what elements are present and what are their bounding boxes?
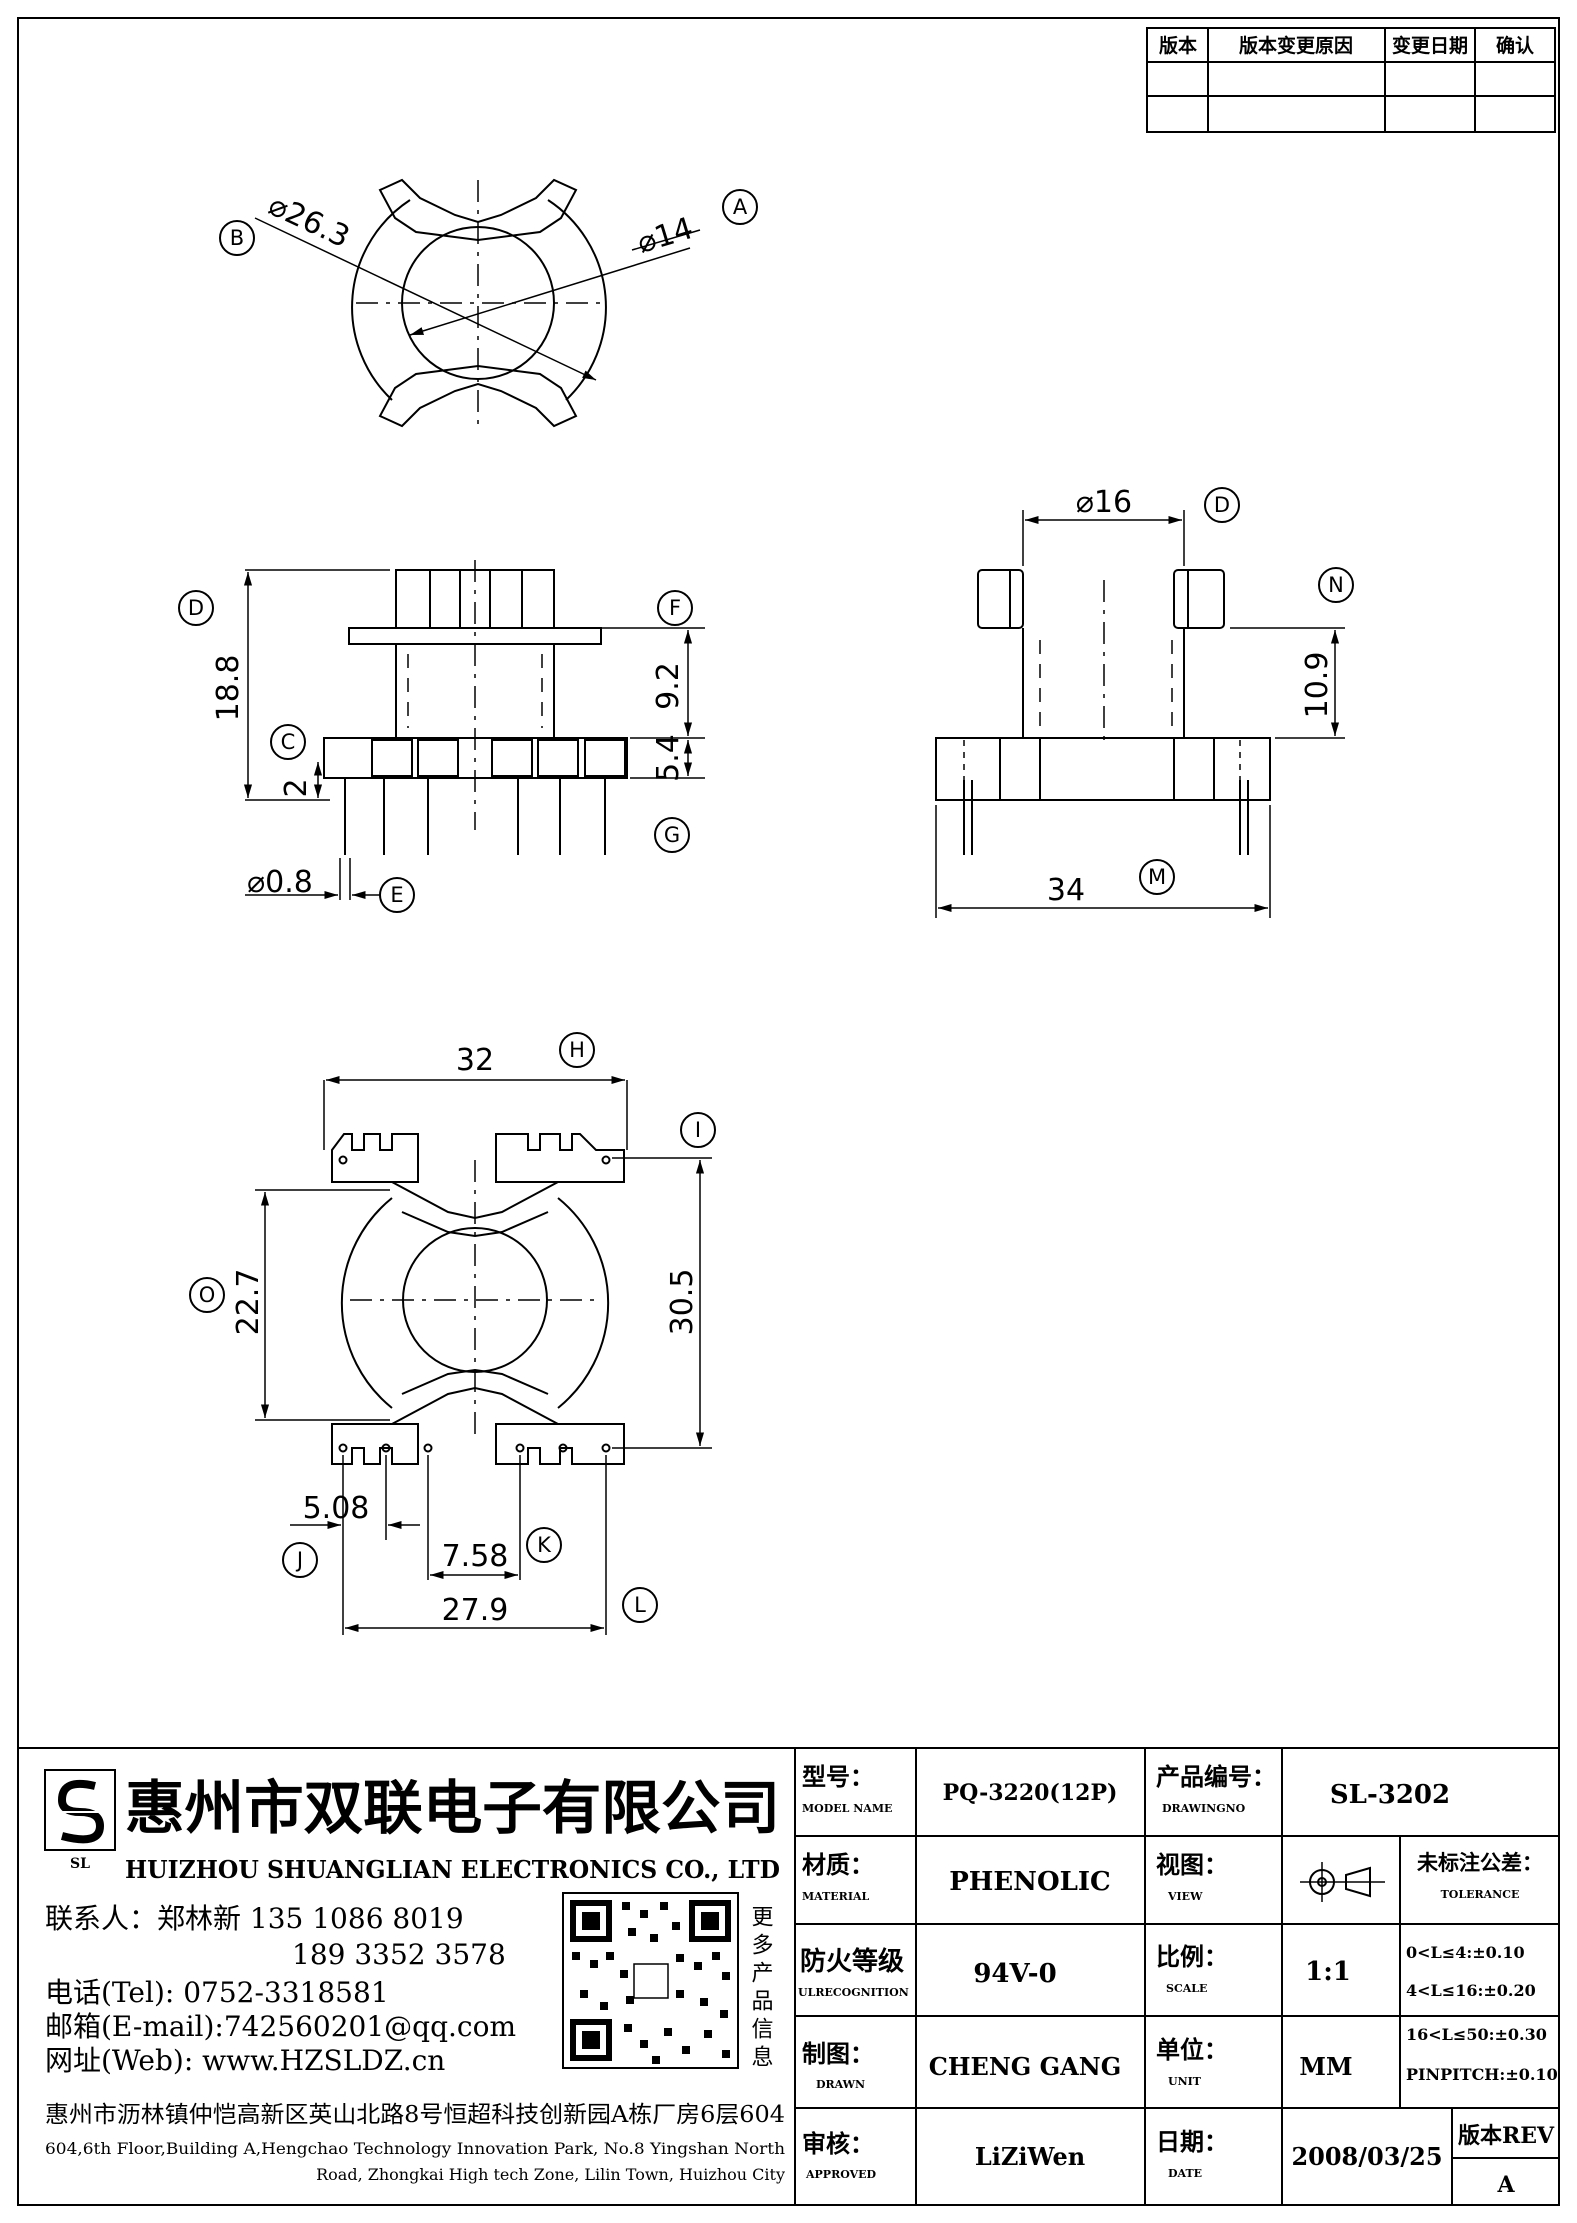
approved-value: LiZiWen <box>975 2142 1085 2171</box>
model-sub: MODEL NAME <box>802 1802 892 1815</box>
unit-sub: UNIT <box>1168 2075 1202 2088</box>
callout-b: B <box>230 226 244 250</box>
side-dim-flange: ⌀16 <box>1076 485 1132 520</box>
rev-label: 版本REV <box>1458 2123 1555 2149</box>
company-logo-text: SL <box>70 1856 90 1872</box>
date-label: 日期： <box>1156 2127 1228 2156</box>
material-label: 材质： <box>802 1850 874 1879</box>
bottom-dim-width: 32 <box>456 1043 494 1078</box>
tolerance-sub: TOLERANCE <box>1441 1888 1520 1901</box>
address-en-2: Road, Zhongkai High tech Zone, Lilin Tow… <box>316 2165 785 2184</box>
date-sub: DATE <box>1168 2167 1202 2180</box>
email-line: 邮箱(E-mail):742560201@qq.com <box>45 2010 516 2043</box>
material-sub: MATERIAL <box>802 1890 870 1903</box>
company-name-en: HUIZHOU SHUANGLIAN ELECTRONICS CO., LTD <box>125 1855 780 1884</box>
contact-line-2: 189 3352 3578 <box>292 1938 506 1971</box>
front-dim-pin-stub: 2 <box>279 778 314 797</box>
callout-l: L <box>634 1593 646 1617</box>
unit-label: 单位： <box>1156 2035 1228 2064</box>
approved-label: 审核： <box>802 2129 874 2158</box>
unit-value: MM <box>1299 2052 1352 2081</box>
view-sub: VIEW <box>1167 1890 1203 1903</box>
callout-e: E <box>390 883 403 907</box>
rev-header-date: 变更日期 <box>1392 34 1468 57</box>
callout-c: C <box>281 730 296 754</box>
callout-m: M <box>1148 865 1166 889</box>
address-cn: 惠州市沥林镇仲恺高新区英山北路8号恒超科技创新园A栋厂房6层604 <box>45 2102 785 2128</box>
model-label: 型号： <box>802 1762 874 1791</box>
callout-j: J <box>295 1548 303 1572</box>
web-line: 网址(Web): www.HZSLDZ.cn <box>45 2044 445 2077</box>
callout-o: O <box>199 1283 216 1307</box>
scale-label: 比例： <box>1156 1942 1228 1971</box>
qr-caption: 更多产品信息 <box>748 1905 774 2073</box>
rev-value: A <box>1496 2172 1515 2198</box>
bottom-dim-row: 27.9 <box>442 1593 509 1628</box>
drawing-no-sub: DRAWINGNO <box>1162 1802 1246 1815</box>
drawn-sub: DRAWN <box>816 2078 865 2091</box>
callout-k: K <box>537 1533 552 1557</box>
model-value: PQ-3220(12P) <box>943 1780 1118 1806</box>
tolerance-4: PINPITCH:±0.10 <box>1406 2065 1558 2084</box>
qr-code <box>562 1892 739 2069</box>
drawn-label: 制图： <box>802 2039 874 2068</box>
material-value: PHENOLIC <box>949 1867 1110 1897</box>
front-dim-height: 18.8 <box>211 655 246 722</box>
callout-d-side: D <box>1214 493 1230 517</box>
fire-rating-value: 94V-0 <box>973 1959 1056 1989</box>
top-dim-inner: ⌀14 <box>633 211 697 261</box>
drawn-value: CHENG GANG <box>929 2052 1121 2081</box>
drawing-no-label: 产品编号： <box>1156 1762 1276 1791</box>
address-en-1: 604,6th Floor,Building A,Hengchao Techno… <box>45 2139 785 2158</box>
tolerance-2: 4<L≤16:±0.20 <box>1406 1981 1536 2000</box>
callout-h: H <box>569 1038 585 1062</box>
fire-rating-label: 防火等级 <box>800 1946 904 1977</box>
side-view <box>935 510 1345 918</box>
bottom-view <box>255 1075 712 1635</box>
drawing-no-value: SL-3202 <box>1330 1780 1450 1810</box>
date-value: 2008/03/25 <box>1291 2142 1442 2171</box>
projection-symbol-icon <box>1300 1862 1385 1902</box>
side-dim-height: 10.9 <box>1300 652 1335 719</box>
tolerance-3: 16<L≤50:±0.30 <box>1406 2025 1547 2044</box>
approved-sub: APPROVED <box>805 2168 877 2181</box>
tolerance-1: 0<L≤4:±0.10 <box>1406 1943 1525 1962</box>
rev-header-reason: 版本变更原因 <box>1239 34 1353 57</box>
scale-value: 1:1 <box>1305 1957 1351 1987</box>
title-block <box>18 1747 1559 2205</box>
front-dim-lower: 5.4 <box>651 734 686 782</box>
top-view <box>254 178 701 430</box>
bottom-dim-gap: 7.58 <box>442 1539 509 1574</box>
callout-n: N <box>1328 573 1344 597</box>
bottom-dim-inner-h: 22.7 <box>231 1269 266 1336</box>
front-dim-upper: 9.2 <box>651 662 686 710</box>
rev-header-confirm: 确认 <box>1496 34 1534 57</box>
contact-line-1: 联系人：郑林新 135 1086 8019 <box>45 1902 464 1935</box>
tolerance-label: 未标注公差： <box>1417 1850 1543 1875</box>
bottom-dim-pitch: 5.08 <box>303 1491 370 1526</box>
front-dim-pin-dia: ⌀0.8 <box>247 865 313 900</box>
callout-f: F <box>669 596 681 620</box>
rev-header-version: 版本 <box>1159 34 1197 57</box>
callout-g: G <box>664 823 680 847</box>
front-view <box>243 560 705 900</box>
callout-i: I <box>695 1118 701 1142</box>
callout-d-front: D <box>188 596 204 620</box>
top-dim-outer: ⌀26.3 <box>263 188 355 256</box>
view-label: 视图： <box>1156 1850 1228 1879</box>
tel-line: 电话(Tel): 0752-3318581 <box>45 1976 389 2009</box>
drawing-frame <box>17 17 1560 2206</box>
company-name-cn: 惠州市双联电子有限公司 <box>125 1774 780 1842</box>
bottom-dim-outer-h: 30.5 <box>665 1269 700 1336</box>
callout-a: A <box>733 195 748 219</box>
side-dim-width: 34 <box>1047 873 1085 908</box>
scale-sub: SCALE <box>1166 1982 1207 1995</box>
fire-rating-sub: ULRECOGNITION <box>798 1986 909 1999</box>
revision-table <box>1146 27 1556 133</box>
company-logo <box>44 1769 116 1851</box>
